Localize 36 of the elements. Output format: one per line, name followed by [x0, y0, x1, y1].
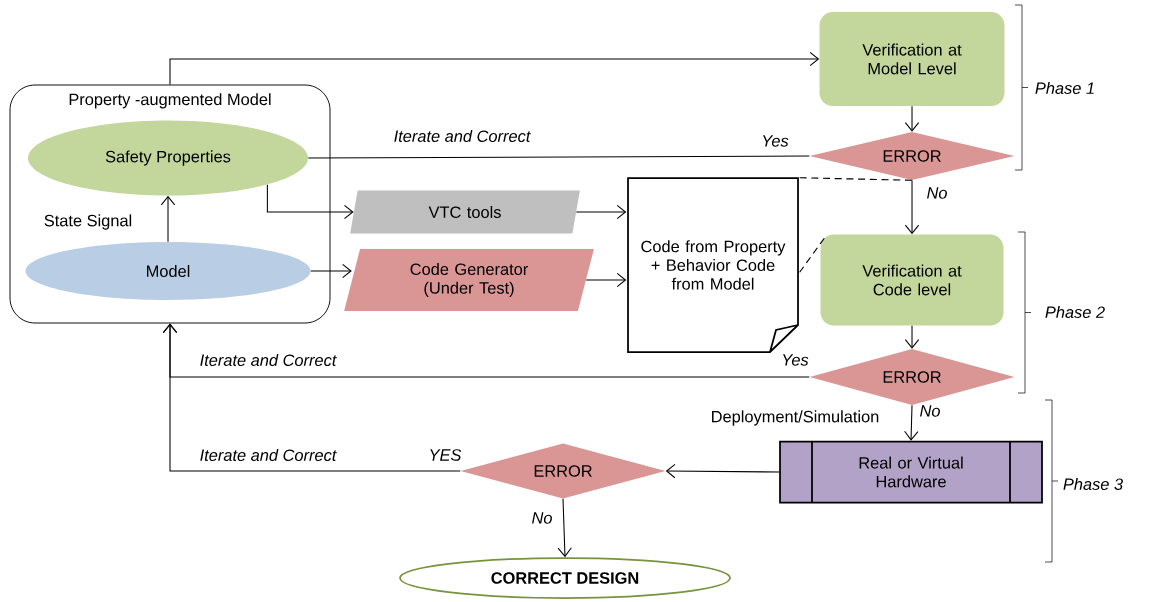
- arrow: [904, 325, 920, 349]
- arrow: [665, 463, 780, 479]
- edge-label: Iterate and Correct: [198, 447, 338, 463]
- text-label: YES: [430, 449, 462, 461]
- arrow: [160, 195, 176, 243]
- arrow: [585, 272, 627, 288]
- text-label: Yes: [783, 354, 809, 366]
- ellipse-node: Model: [25, 242, 311, 300]
- dashed-line: [799, 177, 913, 181]
- text-label: Phase 2: [1045, 306, 1105, 319]
- parallelogram-box: Code Generator (Under Test): [344, 249, 594, 311]
- arrow: [904, 105, 920, 132]
- predefined-process-box: Real or Virtual Hardware: [779, 440, 1043, 504]
- edge-label: State Signal: [42, 213, 134, 231]
- edge-label: No: [925, 186, 949, 200]
- text-label: Phase 3: [1063, 478, 1123, 491]
- text-label: Phase 1: [1035, 82, 1094, 95]
- text-label: Deployment/Simulation: [712, 410, 879, 426]
- arrow: [266, 184, 354, 220]
- text-label: Yes: [763, 135, 789, 147]
- ellipse-node: Safety Properties: [28, 120, 308, 196]
- edge-label: Iterate and Correct: [198, 352, 338, 368]
- process-box: Verification at Model Level: [819, 12, 1005, 106]
- arrow: [557, 498, 572, 558]
- arrow: [310, 263, 352, 279]
- arrow: [575, 204, 627, 220]
- edge-label: Iterate and Correct: [392, 128, 532, 144]
- edge-label: No: [530, 511, 554, 525]
- arrow: [904, 404, 919, 441]
- arrow: [169, 51, 820, 86]
- arrow: [162, 323, 461, 472]
- dashed-line: [799, 237, 825, 273]
- parallelogram-box: VTC tools: [350, 190, 580, 234]
- arrow: [904, 179, 920, 235]
- process-box: Verification at Code level: [820, 234, 1004, 326]
- edge-label: No: [918, 404, 942, 418]
